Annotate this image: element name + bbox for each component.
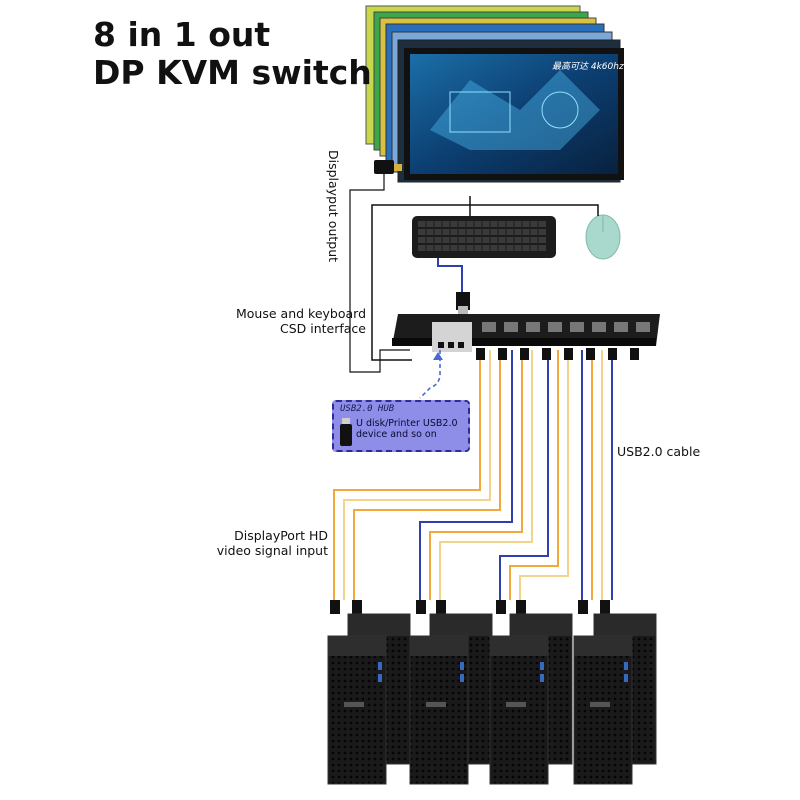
- keyboard-mouse-cables: [371, 196, 599, 361]
- mouse-keyboard-label-line-1: Mouse and keyboard: [236, 306, 366, 321]
- usb-hub-line-2: device and so on: [356, 429, 437, 440]
- title-line-1: 8 in 1 out: [93, 15, 271, 54]
- usb-hub-title: USB2.0 HUB: [340, 404, 395, 414]
- usb-hub-description: U disk/Printer USB2.0 device and so on: [356, 418, 458, 440]
- monitor-stack: [365, 5, 624, 183]
- dp-input-label: DisplayPort HD video signal input: [170, 528, 328, 558]
- monitor-screen-text: 最高可达 4k60hz: [552, 61, 624, 72]
- kvm-switch: [392, 314, 660, 352]
- page-title: 8 in 1 out DP KVM switch: [93, 16, 372, 92]
- usb-stick-icon: [340, 418, 352, 446]
- mouse: [585, 214, 621, 260]
- usb-cable-label: USB2.0 cable: [617, 444, 701, 459]
- cable-connectors: [330, 348, 639, 614]
- displayport-output-label: Displayput output: [326, 150, 341, 263]
- keyboard: [412, 216, 556, 258]
- computer-cables: [333, 350, 613, 600]
- usb-hub-box: USB2.0 HUB U disk/Printer USB2.0 device …: [332, 400, 470, 452]
- monitor-screen: [410, 54, 618, 174]
- dp-input-label-line-1: DisplayPort HD: [234, 528, 328, 543]
- hub-cable: [419, 350, 441, 399]
- computers-front-row: [327, 635, 633, 785]
- mouse-keyboard-label: Mouse and keyboard CSD interface: [190, 306, 366, 336]
- mouse-keyboard-label-line-2: CSD interface: [279, 321, 366, 336]
- dp-output-cable: [347, 160, 410, 375]
- usb-hub-line-1: U disk/Printer USB2.0: [356, 418, 458, 429]
- title-line-2: DP KVM switch: [93, 53, 372, 92]
- dp-input-label-line-2: video signal input: [216, 543, 328, 558]
